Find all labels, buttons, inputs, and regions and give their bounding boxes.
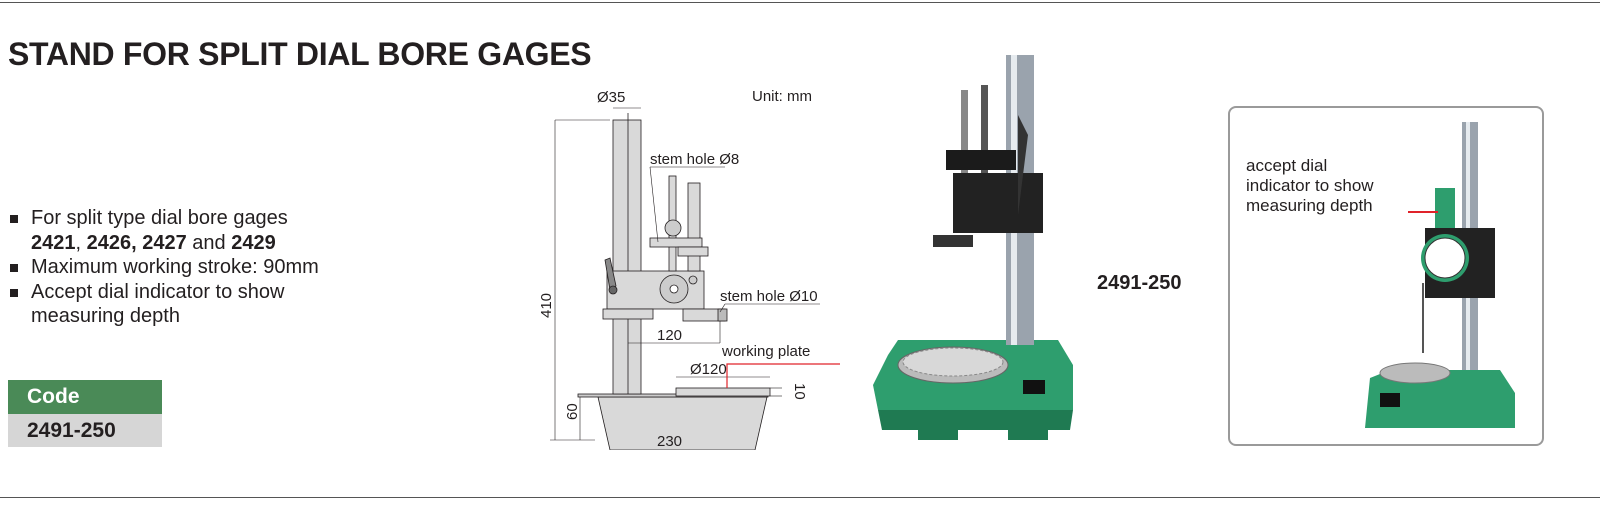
- caption-line: measuring depth: [1246, 196, 1373, 215]
- model-number: 2426,: [86, 231, 137, 254]
- inset-caption: accept dial indicator to show measuring …: [1246, 156, 1374, 216]
- inset-product-photo: [1365, 122, 1515, 428]
- feature-list: For split type dial bore gages 2421, 242…: [10, 206, 351, 329]
- base-shape: [597, 396, 768, 450]
- bottom-divider: [0, 497, 1600, 498]
- caption-line: accept dial: [1246, 156, 1328, 175]
- callout-line: [726, 363, 840, 388]
- inset-photo-frame: accept dial indicator to show measuring …: [1228, 106, 1544, 446]
- plate-shape: [675, 387, 771, 397]
- stem-hole-8-label: stem hole Ø8: [650, 151, 739, 168]
- caption-line: indicator to show: [1246, 176, 1374, 195]
- code-value: 2491-250: [8, 414, 162, 447]
- working-plate-label: working plate: [721, 343, 810, 360]
- reach-label: 120: [657, 327, 682, 344]
- column-diameter-label: Ø35: [597, 89, 625, 106]
- base-height-label: 60: [564, 403, 581, 420]
- feature-item: Accept dial indicator to show measuring …: [10, 280, 351, 329]
- caption-callout-line: [1408, 211, 1438, 213]
- feature-item: Maximum working stroke: 90mm: [10, 255, 351, 280]
- model-number: 2429: [231, 231, 276, 254]
- head-shape: [606, 270, 705, 310]
- feature-text: Accept dial indicator to show measuring …: [31, 280, 285, 328]
- plate-diameter-label: Ø120: [690, 361, 727, 378]
- plate-thickness-label: 10: [791, 383, 808, 400]
- column-shape: [612, 119, 642, 395]
- stem-hole-10-label: stem hole Ø10: [720, 288, 818, 305]
- product-model-label: 2491-250: [1097, 272, 1182, 294]
- page-title: STAND FOR SPLIT DIAL BORE GAGES: [8, 36, 592, 72]
- model-number: 2421: [31, 231, 76, 254]
- base-width-label: 230: [657, 433, 682, 450]
- model-number: 2427: [142, 231, 187, 254]
- height-label: 410: [538, 293, 555, 318]
- conjunction: and: [186, 231, 232, 254]
- feature-item: For split type dial bore gages 2421, 242…: [10, 206, 351, 255]
- feature-text: For split type dial bore gages: [31, 207, 288, 229]
- top-divider: [0, 2, 1600, 3]
- unit-label: Unit: mm: [752, 88, 812, 105]
- code-header: Code: [8, 380, 162, 414]
- technical-drawing: Ø35 stem hole Ø8 stem hole Ø10 120 worki…: [538, 89, 840, 450]
- separator: ,: [75, 231, 87, 254]
- product-photo: [873, 55, 1073, 440]
